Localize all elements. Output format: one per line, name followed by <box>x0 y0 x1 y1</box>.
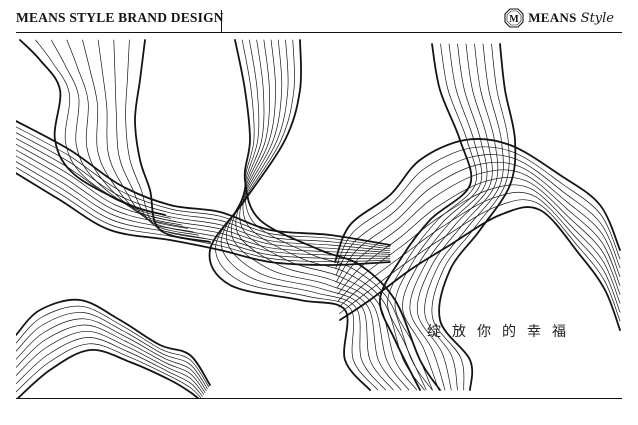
line-band-lower-left <box>16 298 211 398</box>
band-top-left-line-9 <box>134 39 211 243</box>
band-upper-left-line-3 <box>16 161 391 259</box>
band-right-line-7 <box>337 184 621 304</box>
header-divider <box>221 10 223 32</box>
band-lower-left-line-1 <box>16 298 211 386</box>
band-lower-left-line-6 <box>16 330 205 395</box>
band-upper-left-line-9 <box>16 126 391 248</box>
band-right-vertical-line-5 <box>409 43 493 391</box>
band-center-line-9 <box>241 39 433 391</box>
band-lower-left-line-3 <box>16 312 208 390</box>
band-upper-left-line-4 <box>16 155 391 257</box>
header-title: MEANS STYLE BRAND DESIGN <box>16 10 224 25</box>
logo-brand: MEANS <box>528 10 577 25</box>
band-upper-left-line-2 <box>16 166 391 263</box>
band-right-vertical-line-9 <box>438 43 517 391</box>
header-rule <box>16 32 622 34</box>
logo-script: Style <box>580 10 614 26</box>
line-band-top-left-vertical <box>19 39 517 391</box>
monogram-octagon-icon: M <box>504 8 524 28</box>
band-lower-left-line-8 <box>16 343 202 398</box>
band-center-line-8 <box>242 39 425 391</box>
band-upper-left-line-6 <box>16 143 391 253</box>
band-lower-left-line-4 <box>16 318 207 391</box>
band-right-line-9 <box>339 199 621 322</box>
band-center-line-3 <box>220 39 386 391</box>
band-upper-left-line-7 <box>16 137 391 252</box>
band-top-left-line-7 <box>113 39 200 236</box>
band-center-line-1 <box>208 39 371 391</box>
band-right-line-1 <box>334 138 621 263</box>
band-right-vertical-line-8 <box>431 43 510 391</box>
band-right-line-6 <box>337 177 621 295</box>
band-lower-left-line-2 <box>16 305 210 388</box>
band-right-line-4 <box>336 161 621 282</box>
line-band-upper-left <box>16 120 391 266</box>
band-right-vertical-line-3 <box>394 43 483 391</box>
band-center-line-10 <box>234 39 441 391</box>
band-lower-left-line-9 <box>16 349 200 398</box>
band-center-line-5 <box>230 39 402 391</box>
footer-rule <box>16 398 622 400</box>
line-band-center <box>208 39 441 391</box>
band-right-line-2 <box>335 146 621 269</box>
band-upper-left-line-8 <box>16 132 391 250</box>
band-right-vertical-line-2 <box>387 43 477 391</box>
band-lower-left-line-7 <box>16 337 203 397</box>
band-center-line-7 <box>239 39 418 391</box>
band-upper-left-line-10 <box>16 120 391 246</box>
band-right-line-5 <box>336 169 621 289</box>
logo-monogram: M <box>509 14 519 25</box>
band-center-line-4 <box>226 39 394 391</box>
band-upper-left-line-1 <box>16 172 391 266</box>
brand-logo: M MEANS Style <box>504 8 614 28</box>
band-right-vertical-line-7 <box>424 43 504 391</box>
band-center-line-6 <box>235 39 410 391</box>
band-right-vertical-line-4 <box>402 43 488 391</box>
band-top-left-line-3 <box>50 39 177 223</box>
band-right-vertical-line-6 <box>416 43 499 391</box>
band-lower-left-line-5 <box>16 324 206 393</box>
band-right-vertical-line-1 <box>379 43 473 391</box>
band-center-line-2 <box>215 39 379 391</box>
slogan: 绽放你的幸福 <box>427 324 577 340</box>
